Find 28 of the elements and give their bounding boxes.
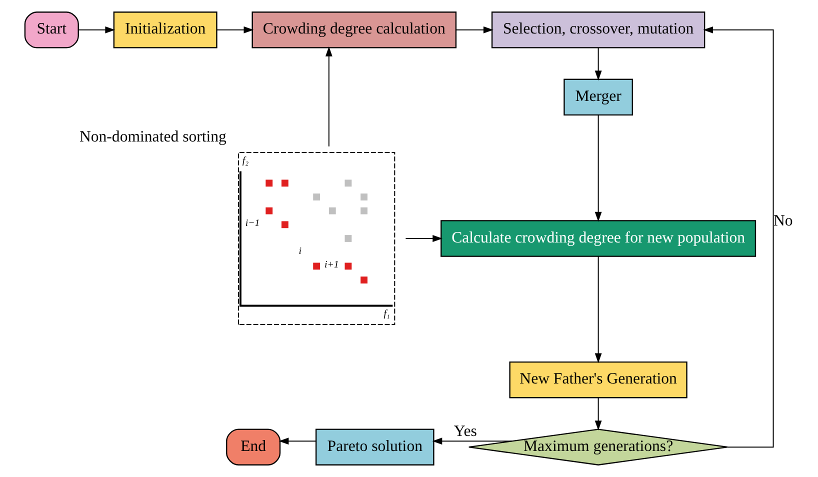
node-box: Initialization [113, 12, 218, 48]
arrow [278, 438, 316, 445]
node-box: Crowding degree calculation [252, 12, 457, 48]
arrow [594, 47, 602, 81]
label: f₁ [384, 308, 390, 320]
node-box: Selection, crossover, mutation [491, 12, 706, 48]
arrow [325, 46, 332, 147]
label: i−1 [245, 218, 260, 230]
arrow [703, 26, 774, 448]
arrow [216, 26, 254, 34]
node-label: Non-dominated sorting [79, 128, 226, 146]
label: i [298, 246, 302, 257]
label: i+1 [324, 260, 339, 271]
node-box: Calculate crowding degree for new population [440, 220, 756, 257]
node-box: Merger [564, 78, 633, 116]
arrow [78, 26, 116, 34]
arrow [405, 235, 443, 242]
node-box: Start [24, 12, 79, 48]
arrow [432, 438, 512, 445]
arrow [594, 256, 602, 364]
node-box: New Father's Generation [509, 361, 688, 398]
node-box: End [226, 428, 281, 466]
label: f₂ [242, 155, 249, 166]
arrow [456, 26, 494, 34]
node-box: Pareto solution [315, 428, 434, 466]
edge-label: No [774, 212, 793, 230]
arrow [594, 114, 602, 222]
arrow [594, 397, 602, 431]
